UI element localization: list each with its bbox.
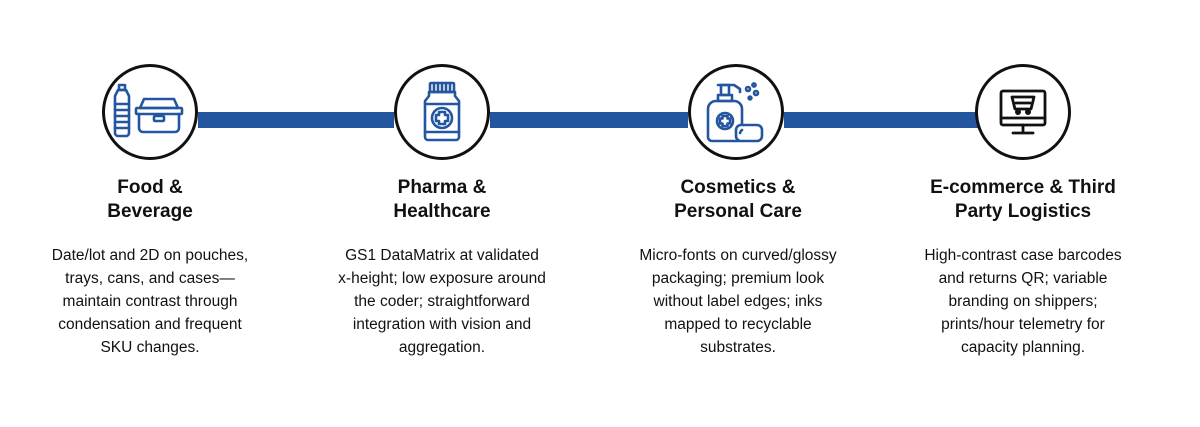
connector-1 (198, 112, 394, 128)
stage-4-desc-line: prints/hour telemetry for (941, 316, 1105, 333)
stage-3-desc-line: mapped to recyclable (664, 316, 812, 333)
stage-1-title: Food & Beverage (15, 176, 285, 224)
stage-2-icon-circle (394, 64, 490, 160)
stage-3-title: Cosmetics & Personal Care (603, 176, 873, 224)
stage-4-desc-line: High-contrast case barcodes (924, 247, 1122, 264)
stage-1-description: Date/lot and 2D on pouches, trays, cans,… (15, 244, 285, 359)
stage-2-desc-line: aggregation. (398, 339, 486, 356)
stage-4-icon-circle (975, 64, 1071, 160)
stage-3-description: Micro-fonts on curved/glossy packaging; … (603, 244, 873, 359)
stage-3-title-line: Cosmetics & (680, 177, 796, 198)
stage-4-desc-line: branding on shippers; (948, 293, 1098, 310)
stage-1: Food & Beverage Date/lot and 2D on pouch… (15, 176, 285, 359)
stage-3-desc-line: Micro-fonts on curved/glossy (639, 247, 837, 264)
stage-3-icon-circle (688, 64, 784, 160)
ecommerce-monitor-icon (999, 89, 1047, 135)
stage-3-desc-line: packaging; premium look (651, 270, 825, 287)
stage-4-title: E-commerce & Third Party Logistics (888, 176, 1158, 224)
cosmetics-dispenser-icon (706, 82, 764, 143)
stage-1-desc-line: Date/lot and 2D on pouches, (51, 247, 249, 264)
stage-4-title-line: Party Logistics (954, 201, 1092, 222)
stage-3-title-line: Personal Care (674, 201, 802, 222)
stage-2-title-line: Healthcare (393, 201, 491, 222)
stage-2-desc-line: GS1 DataMatrix at validated (345, 247, 539, 264)
stage-4-desc-line: capacity planning. (960, 339, 1086, 356)
stage-1-desc-line: maintain contrast through (62, 293, 238, 310)
stage-4: E-commerce & Third Party Logistics High-… (888, 176, 1158, 359)
stage-2: Pharma & Healthcare GS1 DataMatrix at va… (307, 176, 577, 359)
connector-3 (784, 112, 980, 128)
stage-2-desc-line: x-height; low exposure around (338, 270, 546, 287)
food-beverage-icon (113, 83, 184, 138)
stage-4-title-line: E-commerce & Third (930, 177, 1116, 198)
stage-2-description: GS1 DataMatrix at validated x-height; lo… (307, 244, 577, 359)
stage-4-description: High-contrast case barcodes and returns … (888, 244, 1158, 359)
stage-2-title: Pharma & Healthcare (307, 176, 577, 224)
stage-3-desc-line: substrates. (700, 339, 776, 356)
stage-2-desc-line: integration with vision and (352, 316, 532, 333)
medicine-bottle-icon (423, 81, 461, 142)
stage-1-title-line: Beverage (107, 201, 193, 222)
stage-1-desc-line: trays, cans, and cases— (65, 270, 235, 287)
stage-1-title-line: Food & (117, 177, 183, 198)
stage-3: Cosmetics & Personal Care Micro-fonts on… (603, 176, 873, 359)
stage-2-title-line: Pharma & (397, 177, 487, 198)
stage-3-desc-line: without label edges; inks (653, 293, 823, 310)
stage-2-desc-line: the coder; straightforward (354, 293, 530, 310)
stage-1-desc-line: condensation and frequent (58, 316, 242, 333)
stage-4-desc-line: and returns QR; variable (938, 270, 1108, 287)
connector-2 (490, 112, 688, 128)
stage-1-desc-line: SKU changes. (100, 339, 200, 356)
stage-1-icon-circle (102, 64, 198, 160)
